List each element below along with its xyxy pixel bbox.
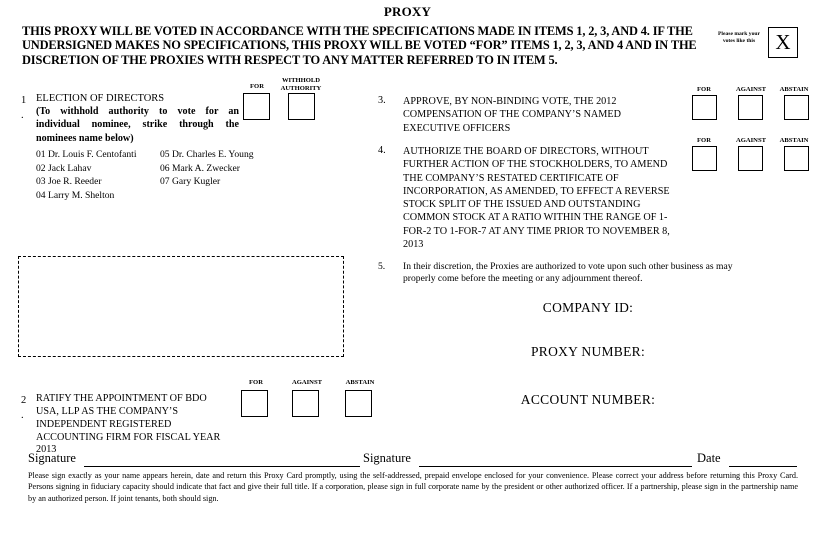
item-2-text: RATIFY THE APPOINTMENT OF BDO USA, LLP A… bbox=[36, 393, 221, 456]
item-1-number-dot: . bbox=[21, 110, 24, 122]
item-2-for-checkbox[interactable] bbox=[241, 390, 268, 417]
footer-instructions: Please sign exactly as your name appears… bbox=[28, 471, 798, 503]
item-2-abstain-checkbox[interactable] bbox=[345, 390, 372, 417]
item-4-abstain-checkbox[interactable] bbox=[784, 146, 809, 171]
list-item[interactable]: 01 Dr. Louis F. Centofanti bbox=[36, 149, 137, 160]
list-item[interactable]: 02 Jack Lahav bbox=[36, 162, 92, 174]
date-line[interactable] bbox=[729, 466, 797, 467]
date-label: Date bbox=[697, 451, 721, 465]
item-4-abstain-label: ABSTAIN bbox=[779, 137, 809, 144]
item-1-for-label: FOR bbox=[250, 83, 264, 90]
list-item[interactable]: 04 Larry M. Shelton bbox=[36, 189, 115, 201]
list-item[interactable]: 07 Gary Kugler bbox=[160, 176, 221, 188]
page-title: PROXY bbox=[383, 4, 432, 19]
signature-1-label: Signature bbox=[28, 451, 76, 465]
item-4-against-checkbox[interactable] bbox=[738, 146, 763, 171]
item-3-number: 3. bbox=[378, 95, 386, 106]
list-item[interactable]: 06 Mark A. Zwecker bbox=[160, 162, 240, 174]
item-1-title: ELECTION OF DIRECTORS bbox=[36, 93, 165, 104]
item-5-number: 5. bbox=[378, 261, 386, 272]
nominee-list-left: 01 Dr. Louis F. Centofanti 02 Jack Lahav… bbox=[36, 148, 166, 202]
item-1-instruction: (To withhold authority to vote for an in… bbox=[36, 106, 239, 144]
list-item[interactable]: 03 Joe R. Reeder bbox=[36, 176, 102, 188]
item-2-number: 2 . bbox=[21, 393, 33, 423]
mark-instruction-text: Please mark your votes like this bbox=[718, 31, 760, 45]
item-4-text: AUTHORIZE THE BOARD OF DIRECTORS, WITHOU… bbox=[403, 146, 670, 250]
list-item[interactable]: 05 Dr. Charles E. Young bbox=[160, 149, 254, 160]
mark-example-x-box: X bbox=[768, 27, 798, 58]
item-3-for-label: FOR bbox=[697, 86, 711, 93]
item-1-number: 1 . bbox=[21, 93, 33, 123]
proxy-number-label: PROXY NUMBER: bbox=[530, 344, 646, 359]
signature-2-line[interactable] bbox=[419, 466, 692, 467]
item-4-against-label: AGAINST bbox=[735, 137, 767, 144]
item-2-against-checkbox[interactable] bbox=[292, 390, 319, 417]
item-3-against-checkbox[interactable] bbox=[738, 95, 763, 120]
account-number-label: ACCOUNT NUMBER: bbox=[520, 392, 656, 407]
item-4-number: 4. bbox=[378, 145, 386, 156]
company-id-label: COMPANY ID: bbox=[542, 300, 634, 315]
proxy-instructions-paragraph: THIS PROXY WILL BE VOTED IN ACCORDANCE W… bbox=[22, 24, 697, 67]
item-3-for-checkbox[interactable] bbox=[692, 95, 717, 120]
item-1-number-digit: 1 bbox=[21, 95, 27, 106]
item-1-for-checkbox[interactable] bbox=[243, 93, 270, 120]
item-3-abstain-checkbox[interactable] bbox=[784, 95, 809, 120]
signature-1-line[interactable] bbox=[84, 466, 360, 467]
item-4-for-label: FOR bbox=[697, 137, 711, 144]
item-3-text: APPROVE, BY NON-BINDING VOTE, THE 2012 C… bbox=[403, 96, 621, 134]
item-3-against-label: AGAINST bbox=[735, 86, 767, 93]
item-2-abstain-label: ABSTAIN bbox=[345, 379, 375, 386]
item-3-abstain-label: ABSTAIN bbox=[779, 86, 809, 93]
item-2-number-dot: . bbox=[21, 410, 24, 422]
signature-2-label: Signature bbox=[363, 451, 411, 465]
item-2-against-label: AGAINST bbox=[291, 379, 323, 386]
item-1-withhold-authority-label: WITHHOLD AUTHORITY bbox=[280, 77, 322, 92]
item-4-for-checkbox[interactable] bbox=[692, 146, 717, 171]
item-2-for-label: FOR bbox=[249, 379, 263, 386]
item-5-text: In their discretion, the Proxies are aut… bbox=[403, 261, 733, 285]
nominee-list-right: 05 Dr. Charles E. Young 06 Mark A. Zweck… bbox=[160, 148, 300, 189]
item-1-withhold-authority-checkbox[interactable] bbox=[288, 93, 315, 120]
item-2-number-digit: 2 bbox=[21, 395, 27, 406]
mailing-address-box bbox=[18, 256, 344, 357]
